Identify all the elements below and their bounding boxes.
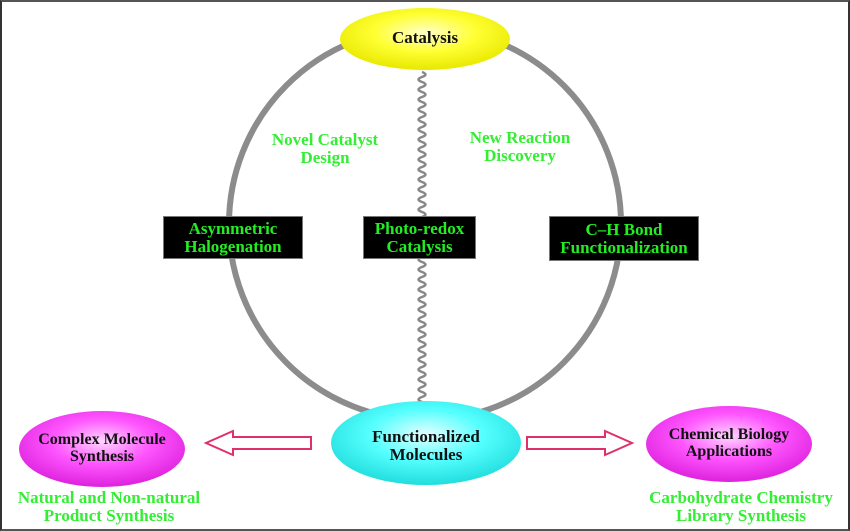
functionalized-molecules-node[interactable] [331, 401, 521, 485]
label-line: Novel Catalyst [271, 130, 379, 149]
new-reaction-discovery-label: New Reaction Discovery [440, 129, 600, 165]
label-line: Chemical Biology [668, 426, 790, 443]
left-arrow [203, 429, 312, 457]
label-line: Complex Molecule [38, 431, 166, 448]
caption-line: Product Synthesis [43, 505, 175, 525]
right-arrow [526, 429, 635, 457]
label-line: Applications [685, 442, 773, 460]
natural-product-synthesis-caption: Natural and Non-natural Product Synthesi… [0, 489, 218, 525]
catalysis-label: Catalysis [391, 28, 459, 47]
photo-redox-catalysis-box[interactable]: Photo-redox Catalysis [363, 216, 476, 259]
label-line: Functionalized [372, 427, 480, 446]
box-line: Asymmetric [188, 218, 278, 238]
novel-catalyst-design-label: Novel Catalyst Design [240, 131, 410, 167]
label-line: Molecules [389, 444, 463, 464]
box-line: Photo-redox [374, 218, 465, 238]
label-line: Discovery [484, 145, 556, 165]
label-line: Design [300, 147, 350, 167]
chemical-biology-node[interactable] [646, 406, 812, 482]
caption-line: Carbohydrate Chemistry [649, 488, 833, 507]
asymmetric-halogenation-box[interactable]: Asymmetric Halogenation [163, 216, 303, 259]
chemical-biology-applications-label: Chemical Biology Applications [644, 426, 814, 461]
box-line: Catalysis [386, 236, 453, 256]
caption-line: Library Synthesis [676, 505, 806, 525]
label-line: Synthesis [69, 447, 135, 465]
ch-bond-functionalization-box[interactable]: C–H Bond Functionalization [549, 216, 699, 261]
carbohydrate-library-caption: Carbohydrate Chemistry Library Synthesis [632, 489, 850, 525]
catalysis-node[interactable] [340, 8, 510, 70]
functionalized-molecules-label: Functionalized Molecules [336, 428, 516, 464]
complex-molecule-synthesis-label: Complex Molecule Synthesis [17, 431, 187, 466]
box-line: Functionalization [560, 237, 688, 257]
caption-line: Natural and Non-natural [17, 488, 201, 507]
label-line: New Reaction [469, 128, 571, 147]
box-line: C–H Bond [585, 219, 663, 239]
complex-molecule-node[interactable] [19, 411, 185, 487]
box-line: Halogenation [184, 236, 282, 256]
